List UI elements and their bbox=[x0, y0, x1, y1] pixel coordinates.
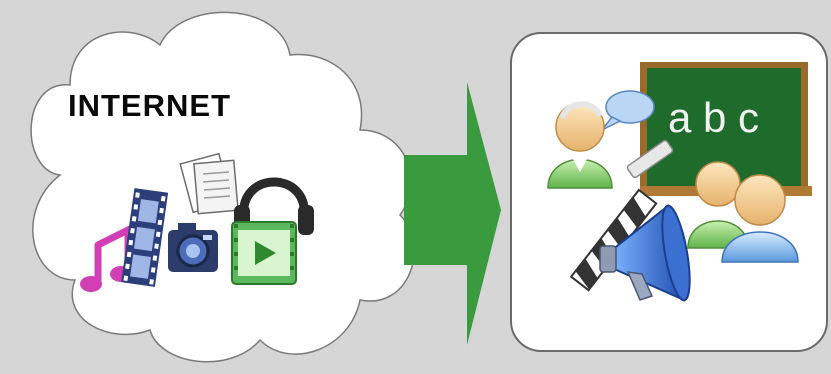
camera-icon bbox=[168, 223, 218, 272]
video-file-icon bbox=[232, 222, 296, 284]
board-text: a b c bbox=[668, 94, 759, 141]
internet-label: INTERNET bbox=[68, 88, 231, 124]
right-arrow-icon bbox=[404, 82, 501, 345]
